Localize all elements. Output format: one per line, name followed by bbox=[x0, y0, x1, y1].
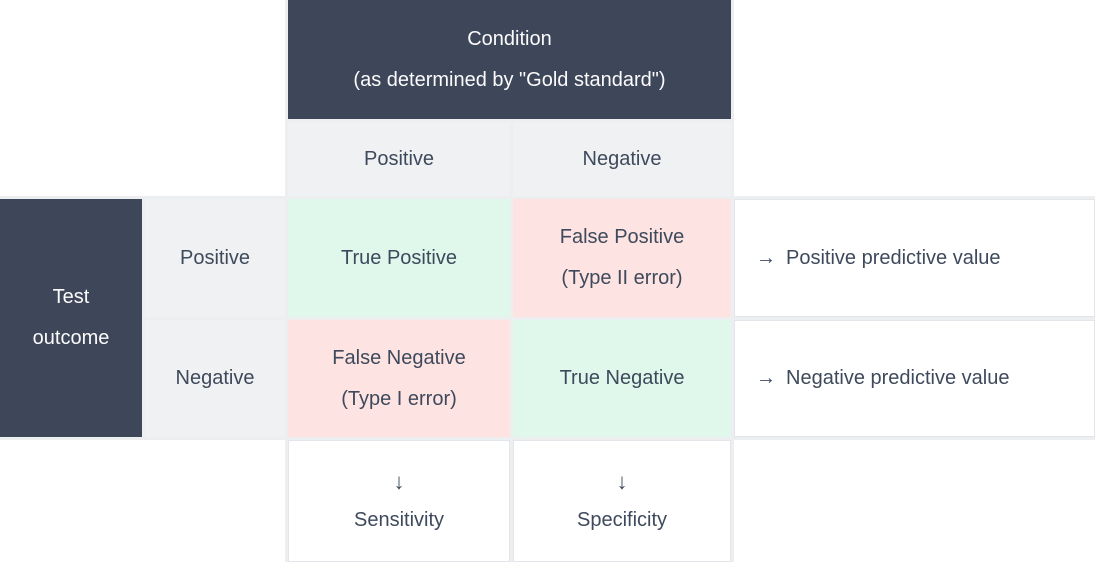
column-header-positive-label: Positive bbox=[363, 147, 435, 170]
npv-annotation: → Negative predictive value bbox=[734, 320, 1095, 437]
cell-false-positive-label: False Positive bbox=[559, 226, 685, 248]
row-header-positive-label: Positive bbox=[179, 246, 251, 269]
test-outcome-line1: Test bbox=[52, 286, 90, 308]
npv-label: Negative predictive value bbox=[786, 367, 1010, 389]
cell-true-positive: True Positive bbox=[288, 199, 510, 317]
right-arrow-icon: → bbox=[756, 246, 776, 269]
cell-false-positive: False Positive (Type II error) bbox=[513, 199, 731, 317]
sensitivity-annotation: ↓ Sensitivity bbox=[288, 440, 510, 562]
condition-header-line2: (as determined by "Gold standard") bbox=[353, 68, 666, 91]
cell-true-negative: True Negative bbox=[513, 320, 731, 437]
condition-header: Condition (as determined by "Gold standa… bbox=[288, 0, 731, 119]
column-header-positive: Positive bbox=[288, 122, 510, 196]
specificity-annotation: ↓ Specificity bbox=[513, 440, 731, 562]
cell-false-negative: False Negative (Type I error) bbox=[288, 320, 510, 437]
cell-false-negative-sublabel: (Type I error) bbox=[341, 387, 457, 410]
ppv-annotation: → Positive predictive value bbox=[734, 199, 1095, 317]
row-header-positive: Positive bbox=[145, 199, 285, 317]
empty-corner-bottom-right bbox=[734, 440, 1095, 562]
column-header-negative-label: Negative bbox=[582, 147, 662, 170]
specificity-label: Specificity bbox=[576, 508, 668, 531]
row-header-negative: Negative bbox=[145, 320, 285, 437]
ppv-label: Positive predictive value bbox=[786, 246, 1001, 269]
test-outcome-line2: outcome bbox=[32, 327, 110, 349]
down-arrow-icon: ↓ bbox=[393, 468, 405, 494]
down-arrow-icon: ↓ bbox=[616, 468, 628, 494]
row-header-negative-label: Negative bbox=[175, 367, 255, 389]
right-arrow-icon: → bbox=[756, 367, 776, 389]
empty-corner-bottom-left bbox=[0, 440, 285, 562]
column-header-negative: Negative bbox=[513, 122, 731, 196]
cell-false-negative-label: False Negative bbox=[332, 346, 466, 369]
test-outcome-header: Test outcome bbox=[0, 199, 142, 437]
cell-false-positive-sublabel: (Type II error) bbox=[561, 267, 683, 289]
condition-header-line1: Condition bbox=[467, 27, 552, 50]
cell-true-positive-label: True Positive bbox=[341, 246, 457, 269]
sensitivity-label: Sensitivity bbox=[353, 508, 445, 531]
empty-corner-top-right bbox=[734, 0, 1095, 196]
empty-corner-top-left bbox=[0, 0, 285, 196]
cell-true-negative-label: True Negative bbox=[559, 367, 685, 389]
